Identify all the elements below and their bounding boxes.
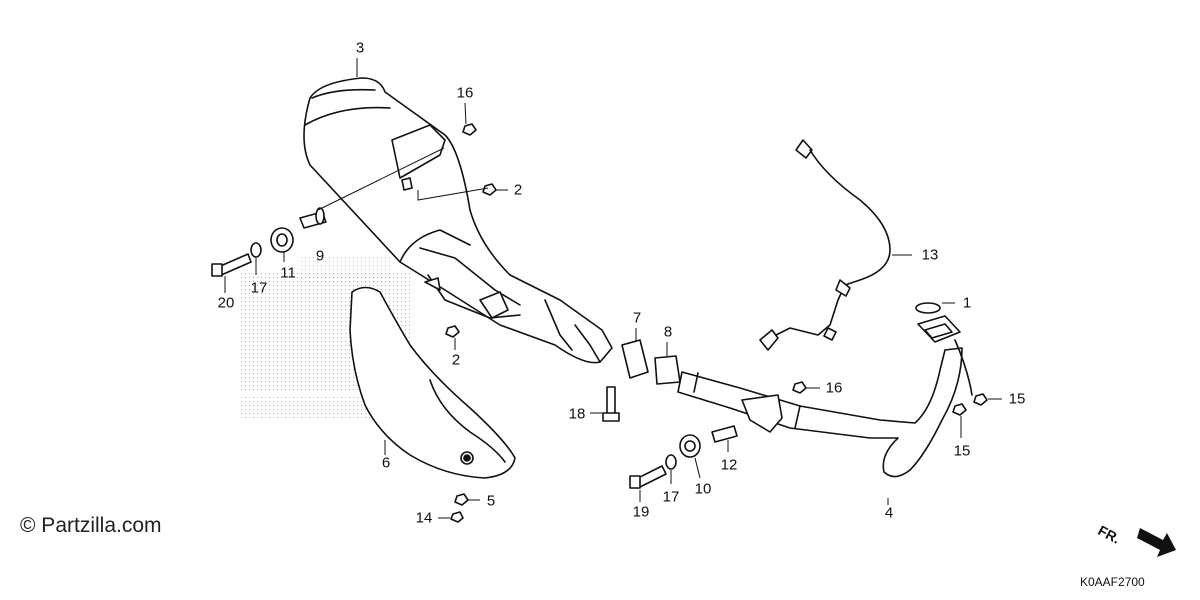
callout-16[interactable]: 16 bbox=[456, 84, 474, 102]
joint-part bbox=[654, 355, 681, 385]
exhaust-pipe-part bbox=[677, 315, 973, 478]
callout-6[interactable]: 6 bbox=[381, 454, 391, 472]
nut-parts bbox=[445, 123, 988, 523]
callout-2-lower[interactable]: 2 bbox=[451, 351, 461, 369]
leader-lines bbox=[224, 58, 1002, 519]
callout-17[interactable]: 17 bbox=[250, 279, 268, 297]
diagram-code: K0AAF2700 bbox=[1080, 575, 1145, 589]
callout-2[interactable]: 2 bbox=[513, 181, 523, 199]
callout-12[interactable]: 12 bbox=[720, 456, 738, 474]
watermark-text: © Partzilla.com bbox=[20, 514, 162, 537]
callout-16-pipe[interactable]: 16 bbox=[825, 379, 843, 397]
callout-11[interactable]: 11 bbox=[280, 264, 296, 282]
pipe-mount-hardware bbox=[629, 425, 738, 489]
callout-1[interactable]: 1 bbox=[962, 294, 972, 312]
callout-18[interactable]: 18 bbox=[568, 405, 586, 423]
muffler-mount-hardware bbox=[211, 207, 327, 277]
callout-10[interactable]: 10 bbox=[694, 480, 712, 498]
callout-8[interactable]: 8 bbox=[663, 323, 673, 341]
heat-guard-part bbox=[349, 286, 516, 479]
callout-9[interactable]: 9 bbox=[315, 247, 325, 265]
callout-20[interactable]: 20 bbox=[217, 294, 235, 312]
callout-7[interactable]: 7 bbox=[632, 309, 642, 327]
bolt-18-part bbox=[602, 386, 620, 422]
callout-15-lower[interactable]: 15 bbox=[953, 442, 971, 460]
o2-sensor-part bbox=[759, 139, 891, 351]
callout-14[interactable]: 14 bbox=[415, 509, 433, 527]
muffler-part bbox=[303, 77, 613, 364]
front-arrow-icon bbox=[1137, 528, 1176, 557]
callout-5[interactable]: 5 bbox=[486, 492, 496, 510]
callout-15[interactable]: 15 bbox=[1008, 390, 1026, 408]
clamp-part bbox=[621, 339, 649, 379]
callout-13[interactable]: 13 bbox=[921, 246, 939, 264]
callout-3[interactable]: 3 bbox=[355, 39, 365, 57]
callout-17-pipe[interactable]: 17 bbox=[662, 488, 680, 506]
gasket-part bbox=[915, 302, 941, 314]
callout-4[interactable]: 4 bbox=[884, 504, 894, 522]
callout-19[interactable]: 19 bbox=[632, 503, 650, 521]
